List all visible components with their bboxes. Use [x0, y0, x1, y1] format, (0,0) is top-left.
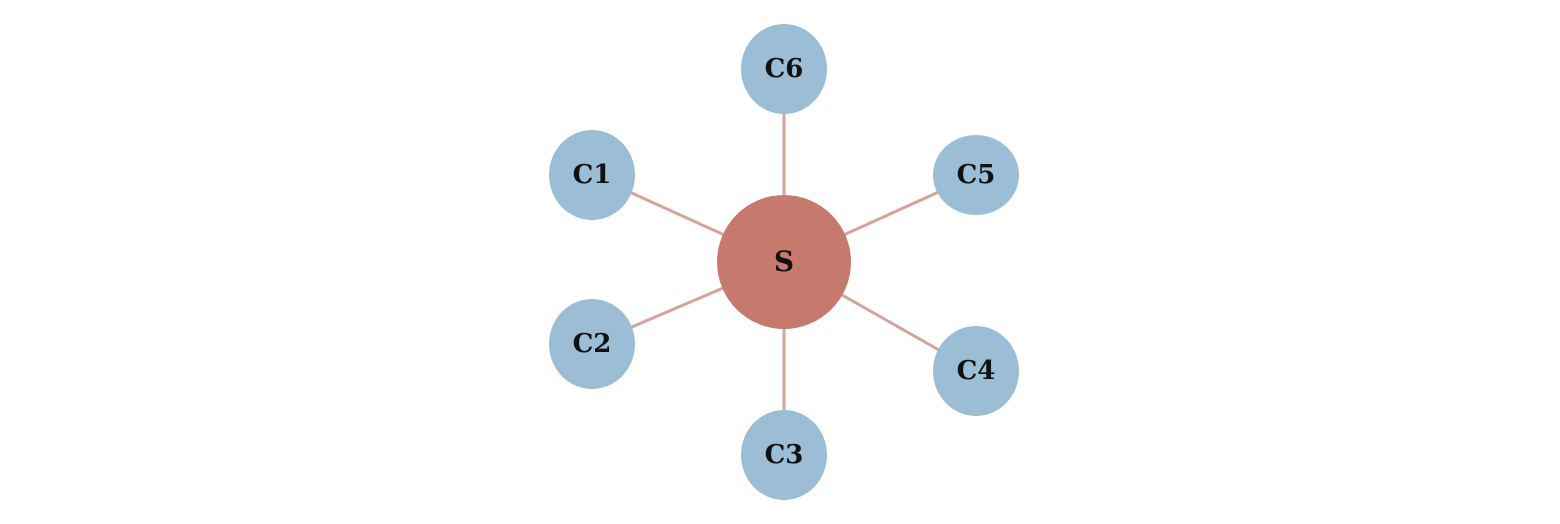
hub-node-label: S: [774, 245, 794, 278]
node-c2: C2: [549, 299, 635, 389]
node-s: S: [717, 195, 851, 329]
node-c3-circle: [741, 410, 827, 500]
hub-node-circle: [717, 195, 851, 329]
node-c6: C6: [741, 24, 827, 114]
node-c6-circle: [741, 24, 827, 114]
node-c6-label: C6: [765, 54, 804, 84]
node-c4: C4: [933, 326, 1019, 416]
node-c1: C1: [549, 130, 635, 220]
node-c3-label: C3: [765, 440, 804, 470]
node-c4-circle: [933, 326, 1019, 416]
node-c1-label: C1: [573, 160, 612, 190]
node-c5-circle: [933, 135, 1019, 215]
node-c5: C5: [933, 135, 1019, 215]
node-c2-label: C2: [573, 329, 612, 359]
node-c5-label: C5: [957, 160, 996, 190]
node-c4-label: C4: [957, 356, 996, 386]
nodes-layer: C1 C2 C3 C4 C5 C6 S: [549, 24, 1019, 500]
node-c3: C3: [741, 410, 827, 500]
node-c1-circle: [549, 130, 635, 220]
node-c2-circle: [549, 299, 635, 389]
